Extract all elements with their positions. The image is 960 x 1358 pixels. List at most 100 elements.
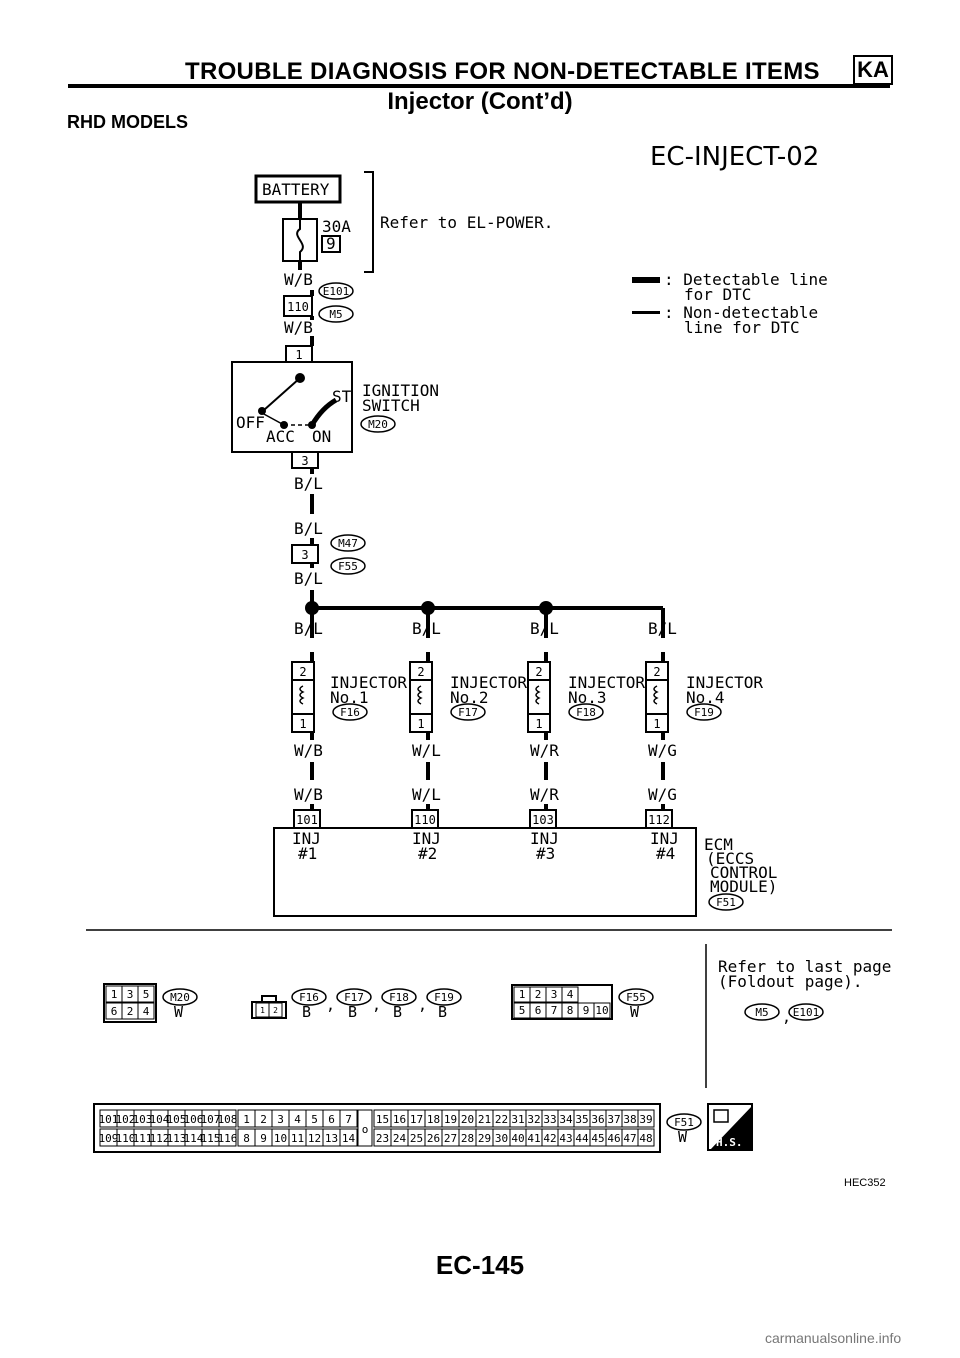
wire-color-bl-1: B/L — [294, 474, 323, 493]
f51-d2-pin: 23 — [376, 1132, 389, 1145]
ecm-inj-1-num: #1 — [298, 844, 317, 863]
f51-a1-pin: 108 — [218, 1113, 238, 1126]
injector-3-wire-in: B/L — [530, 619, 559, 638]
f51-a2-pin: 116 — [218, 1132, 238, 1145]
injector-4-pin-1-num: 1 — [653, 717, 660, 731]
m20-bottom-cell — [137, 1002, 155, 1020]
injector-4-pin-2-num: 2 — [653, 665, 660, 679]
wire-color-bl-3: B/L — [294, 569, 323, 588]
connector-f17-tag: F17 — [450, 703, 486, 721]
footer-comma-1: , — [326, 996, 335, 1014]
f51-e1-pin: 37 — [607, 1113, 620, 1126]
footer-f55-color: W — [630, 1003, 640, 1021]
injector-4-pin-1 — [645, 713, 669, 733]
f55-top-pin: 4 — [567, 988, 574, 1001]
fuse-number: 9 — [326, 234, 336, 253]
f51-b2-pin: 10 — [274, 1132, 287, 1145]
injector-connector-latch — [261, 995, 277, 1003]
svg-text:M5: M5 — [755, 1006, 768, 1019]
m20-top-pin: 3 — [127, 988, 134, 1001]
injector-3-pin-1-num: 1 — [535, 717, 542, 731]
f51-e1-pin: 36 — [591, 1113, 604, 1126]
wire-color-wb-1: W/B — [284, 270, 313, 289]
injector-2-label: INJECTOR — [450, 673, 527, 692]
ecm-4-wire: W/G — [648, 785, 677, 804]
f51-d1-pin: 17 — [410, 1113, 423, 1126]
svg-text:M47: M47 — [338, 537, 358, 550]
f51-d1-pin: 19 — [444, 1113, 457, 1126]
f51-e2-pin: 48 — [639, 1132, 652, 1145]
svg-text:E101: E101 — [793, 1006, 820, 1019]
ecm-inj-1: INJ — [292, 829, 321, 848]
f55-connector-outline — [511, 984, 613, 1020]
f51-b1-pin: 4 — [294, 1113, 301, 1126]
f51-a2-cell — [218, 1128, 237, 1147]
f51-a1-pin: 105 — [167, 1113, 187, 1126]
m20-bottom-pin: 2 — [127, 1005, 134, 1018]
injector-3-number: No.3 — [568, 688, 607, 707]
ignition-on: ON — [312, 427, 331, 446]
ecm-box — [273, 827, 697, 917]
f55-top-pin: 2 — [535, 988, 542, 1001]
pin-box-110 — [283, 295, 313, 317]
svg-text:F18: F18 — [576, 706, 596, 719]
injector-2-wire-in: B/L — [412, 619, 441, 638]
svg-text:M20: M20 — [170, 991, 190, 1004]
fuse-rating: 30A — [322, 217, 351, 236]
f51-d1-pin: 16 — [393, 1113, 406, 1126]
footer-comma-2: , — [372, 996, 381, 1014]
injector-1-label: INJECTOR — [330, 673, 407, 692]
m20-top-pin: 1 — [111, 988, 118, 1001]
footer-m20-color: W — [174, 1003, 184, 1021]
f51-connector-outline — [93, 1103, 661, 1153]
junction-dots — [258, 373, 553, 615]
svg-text:F17: F17 — [344, 991, 364, 1004]
footer-comma-4: , — [782, 1008, 791, 1026]
f51-a2-pin: 115 — [201, 1132, 221, 1145]
f51-e2-pin: 45 — [591, 1132, 604, 1145]
injector-1-body — [291, 679, 315, 715]
f51-e1-pin: 34 — [559, 1113, 573, 1126]
injector-2-coil-icon — [417, 685, 423, 705]
injector-4-wire-in: B/L — [648, 619, 677, 638]
injector-3-pin-2-num: 2 — [535, 665, 542, 679]
footer-f17-color: B — [348, 1003, 357, 1021]
f55-bottom-pin: 9 — [583, 1004, 590, 1017]
svg-text:F51: F51 — [716, 896, 736, 909]
injector-1-number: No.1 — [330, 688, 369, 707]
f51-a2-pin: 114 — [184, 1132, 204, 1145]
f51-e2-pin: 42 — [543, 1132, 556, 1145]
f51-d1-pin: 21 — [478, 1113, 491, 1126]
f51-a2-pin: 112 — [150, 1132, 170, 1145]
f51-e1-pin: 38 — [623, 1113, 636, 1126]
ecm-inj-4: INJ — [650, 829, 679, 848]
svg-text:F16: F16 — [299, 991, 319, 1004]
f51-e2-pin: 44 — [575, 1132, 589, 1145]
ecm-pin-103-num: 103 — [532, 813, 554, 827]
injector-2-pin-1-num: 1 — [417, 717, 424, 731]
ecm-inj-3-num: #3 — [536, 844, 555, 863]
wire-color-bl-2: B/L — [294, 519, 323, 538]
f51-b2-pin: 12 — [308, 1132, 321, 1145]
f51-a1-pin: 103 — [133, 1113, 153, 1126]
fuse-number-box — [321, 235, 341, 253]
svg-text:M20: M20 — [368, 418, 388, 431]
f55-bottom-pin: 6 — [535, 1004, 542, 1017]
connector-m20-tag: M20 — [360, 415, 396, 433]
injector-4-number: No.4 — [686, 688, 725, 707]
connector-f16-tag: F16 — [332, 703, 368, 721]
f51-d2-pin: 27 — [444, 1132, 457, 1145]
injector-1-coil-icon — [299, 685, 305, 705]
ecm-pin-110-num: 110 — [414, 813, 436, 827]
f51-d2-pin: 29 — [478, 1132, 491, 1145]
header-rule — [68, 84, 890, 88]
f51-d1-pin: 20 — [461, 1113, 474, 1126]
legend-nondetectable-text-2: line for DTC — [684, 318, 800, 337]
watermark-text: carmanualsonline.info — [765, 1330, 902, 1346]
f55-bottom-pin: 10 — [595, 1004, 608, 1017]
f51-a1-pin: 101 — [99, 1113, 119, 1126]
f51-a2-pin: 110 — [116, 1132, 136, 1145]
connector-f55-tag: F55 — [330, 557, 366, 575]
f51-a1-pin: 104 — [150, 1113, 170, 1126]
